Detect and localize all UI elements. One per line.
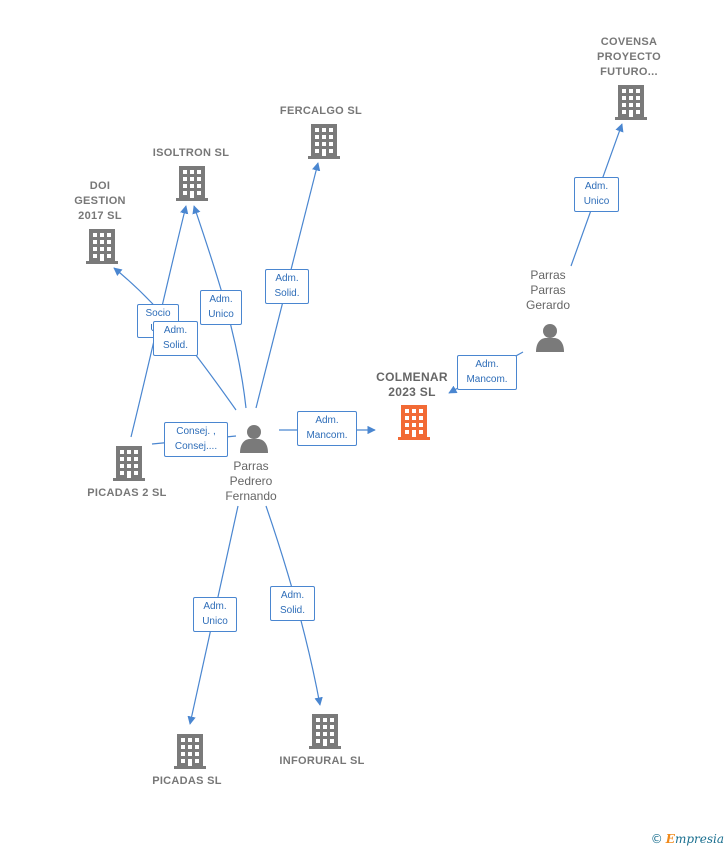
picadas-building-icon[interactable]: [174, 734, 206, 769]
fernando-person-icon[interactable]: [240, 425, 268, 453]
gerardo-label[interactable]: Parras Parras Gerardo: [525, 268, 571, 312]
edge-label-fernando-doi: Adm. Solid.: [153, 321, 198, 356]
edge-label-fernando-fercalgo: Adm. Solid.: [265, 269, 309, 304]
edge-label-fernando-inforural: Adm. Solid.: [270, 586, 315, 621]
brand-name-rest: mpresia: [674, 832, 724, 846]
isoltron-building-icon[interactable]: [176, 166, 208, 201]
inforural-building-icon[interactable]: [309, 714, 341, 749]
gerardo-person-icon[interactable]: [536, 324, 564, 352]
fernando-label[interactable]: Parras Pedrero Fernando: [225, 459, 277, 503]
inforural-label[interactable]: INFORURAL SL: [279, 755, 365, 767]
fercalgo-label[interactable]: FERCALGO SL: [279, 105, 363, 117]
edge-label-fernando-picadas2: Consej. , Consej....: [164, 422, 228, 457]
picadas2-label[interactable]: PICADAS 2 SL: [87, 487, 167, 499]
brand-name-first: E: [665, 832, 675, 846]
empresia-logo[interactable]: ©Empresia: [651, 832, 724, 846]
covensa-building-icon[interactable]: [615, 85, 647, 120]
edge-label-fernando-isoltron: Adm. Unico: [200, 290, 242, 325]
colmenar-building-icon[interactable]: [398, 405, 430, 440]
edge-label-fernando-colmenar: Adm. Mancom.: [297, 411, 357, 446]
covensa-label[interactable]: COVENSA PROYECTO FUTURO...: [597, 36, 661, 78]
doi-building-icon[interactable]: [86, 229, 118, 264]
fercalgo-building-icon[interactable]: [308, 124, 340, 159]
copyright-icon: ©: [650, 832, 663, 846]
doi-label[interactable]: DOI GESTION 2017 SL: [74, 180, 126, 222]
edge-label-gerardo-colmenar: Adm. Mancom.: [457, 355, 517, 390]
edge-label-fernando-picadas: Adm. Unico: [193, 597, 237, 632]
colmenar-label[interactable]: COLMENAR 2023 SL: [376, 370, 448, 399]
picadas-label[interactable]: PICADAS SL: [152, 775, 222, 787]
isoltron-label[interactable]: ISOLTRON SL: [152, 147, 230, 159]
edge-label-gerardo-covensa: Adm. Unico: [574, 177, 619, 212]
picadas2-building-icon[interactable]: [113, 446, 145, 481]
